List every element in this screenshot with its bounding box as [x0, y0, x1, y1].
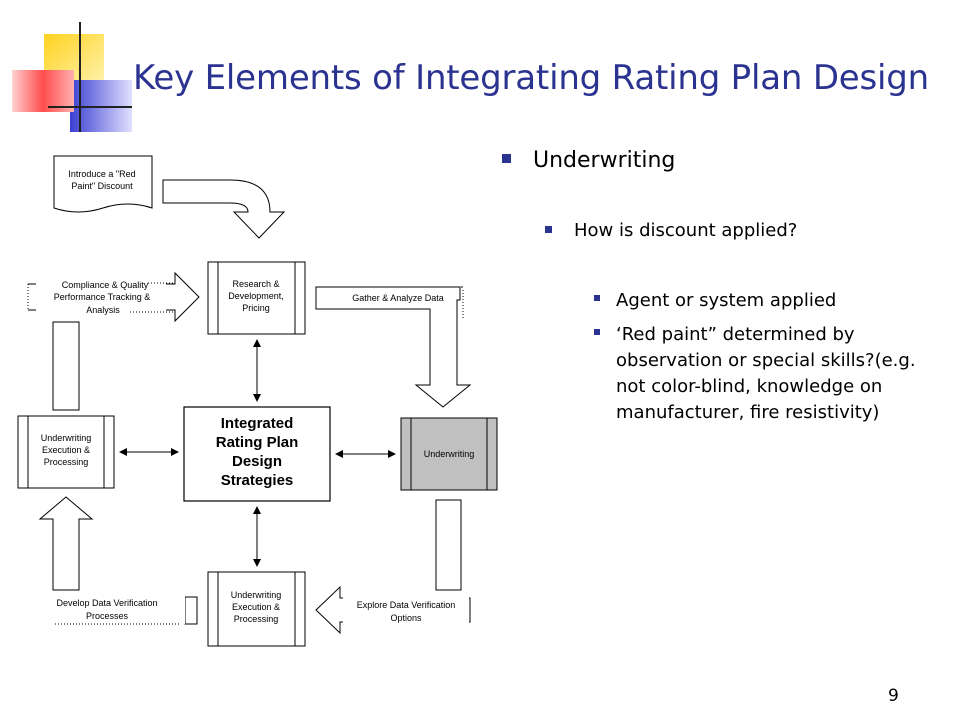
- arrow-left-up-shape: [52, 321, 80, 411]
- slide-title: Key Elements of Integrating Rating Plan …: [133, 58, 930, 98]
- label-top-left-2: Performance Tracking &: [54, 292, 151, 302]
- center-text-4: Strategies: [221, 472, 294, 489]
- bullet-underwriting: Underwriting: [533, 148, 676, 173]
- bullet-marker: [545, 226, 552, 233]
- label-bottom-left-1: Develop Data Verification: [56, 598, 157, 608]
- bullet-marker: [594, 295, 600, 301]
- box-top-text-3: Pricing: [242, 303, 270, 313]
- page-number: 9: [888, 686, 899, 706]
- box-left-text-2: Execution &: [42, 445, 90, 455]
- deco-red-square: [12, 70, 74, 112]
- box-top-text-1: Research &: [232, 279, 279, 289]
- label-top-left-1: Compliance & Quality: [62, 280, 149, 290]
- box-top-text-2: Development,: [228, 291, 284, 301]
- box-bottom-text-2: Execution &: [232, 602, 280, 612]
- box-right: [400, 417, 498, 491]
- label-bottom-left-2: Processes: [86, 611, 129, 621]
- document-text-1: Introduce a "Red: [68, 169, 135, 179]
- center-text-1: Integrated: [221, 415, 294, 432]
- arrow-right-down-shape: [435, 499, 462, 591]
- label-bottom-right-1: Explore Data Verification: [357, 600, 456, 610]
- bullet-agent-system: Agent or system applied: [616, 290, 837, 311]
- bullet-red-paint: ‘Red paint” determined by observation or…: [616, 324, 916, 423]
- bullet-marker: [594, 329, 600, 335]
- center-text-3: Design: [232, 453, 282, 470]
- box-left-text-3: Processing: [44, 457, 89, 467]
- corner-decoration: [12, 22, 132, 132]
- box-bottom: [207, 571, 306, 647]
- box-bottom-text-1: Underwriting: [231, 590, 282, 600]
- document-text-2: Paint" Discount: [71, 181, 133, 191]
- label-top-right: Gather & Analyze Data: [352, 293, 444, 303]
- box-right-text: Underwriting: [424, 449, 475, 459]
- bullet-marker: [502, 154, 511, 163]
- arrow-left-up-bottom-shape: [38, 496, 94, 591]
- document-shape: [53, 155, 153, 213]
- arrow-top-right-shape: [315, 286, 472, 408]
- box-bottom-text-3: Processing: [234, 614, 279, 624]
- box-left: [17, 415, 115, 489]
- label-bottom-right-2: Options: [390, 613, 422, 623]
- curved-arrow-shape: [162, 179, 286, 239]
- label-top-left-3: Analysis: [86, 305, 120, 315]
- center-text-2: Rating Plan: [216, 434, 299, 451]
- center-box: [183, 406, 331, 502]
- box-top: [207, 261, 306, 335]
- arrow-bottom-left-shape: [184, 596, 198, 625]
- box-left-text-1: Underwriting: [41, 433, 92, 443]
- bullet-discount-question: How is discount applied?: [574, 220, 798, 241]
